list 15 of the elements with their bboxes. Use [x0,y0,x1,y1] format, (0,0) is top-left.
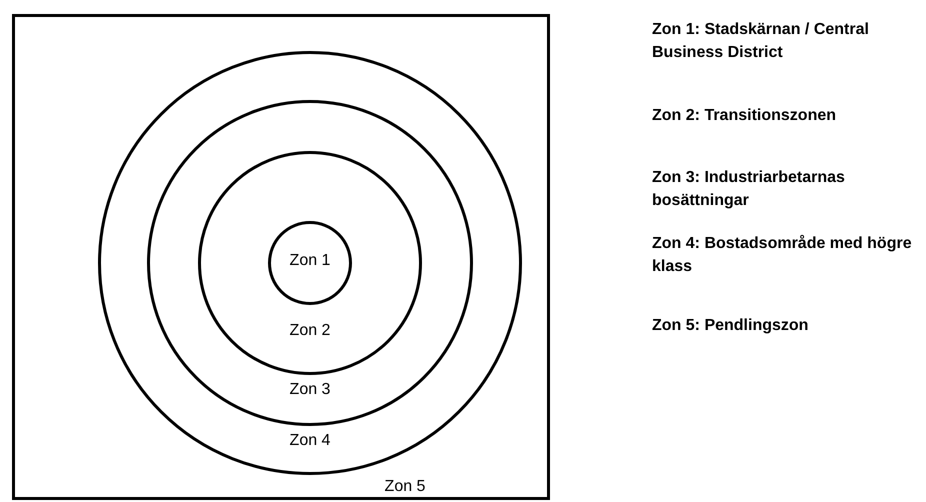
zone-label: Zon 2 [290,322,330,340]
zone-description: Zon 2: Transitionszonen [652,106,838,126]
zone-circle [198,151,422,375]
zone-circle [147,100,473,426]
zone-label: Zon 5 [384,478,426,496]
zone-label: Zon 3 [290,381,330,399]
zone-label: Zon 4 [290,432,330,450]
zone-description: Zon 5: Pendlingszon [652,316,810,336]
zone-description: Zon 4: Bostadsområde med högre klass [652,234,913,277]
zone-label: Zon 1 [290,252,330,270]
zone-circle [98,51,522,475]
zone-description: Zon 1: Stadskärnan / Central Business District [652,20,870,63]
zone-description: Zon 3: Industriarbetarnas bosättningar [652,168,846,211]
zone-circle [268,221,352,305]
boundary-box [12,14,550,500]
